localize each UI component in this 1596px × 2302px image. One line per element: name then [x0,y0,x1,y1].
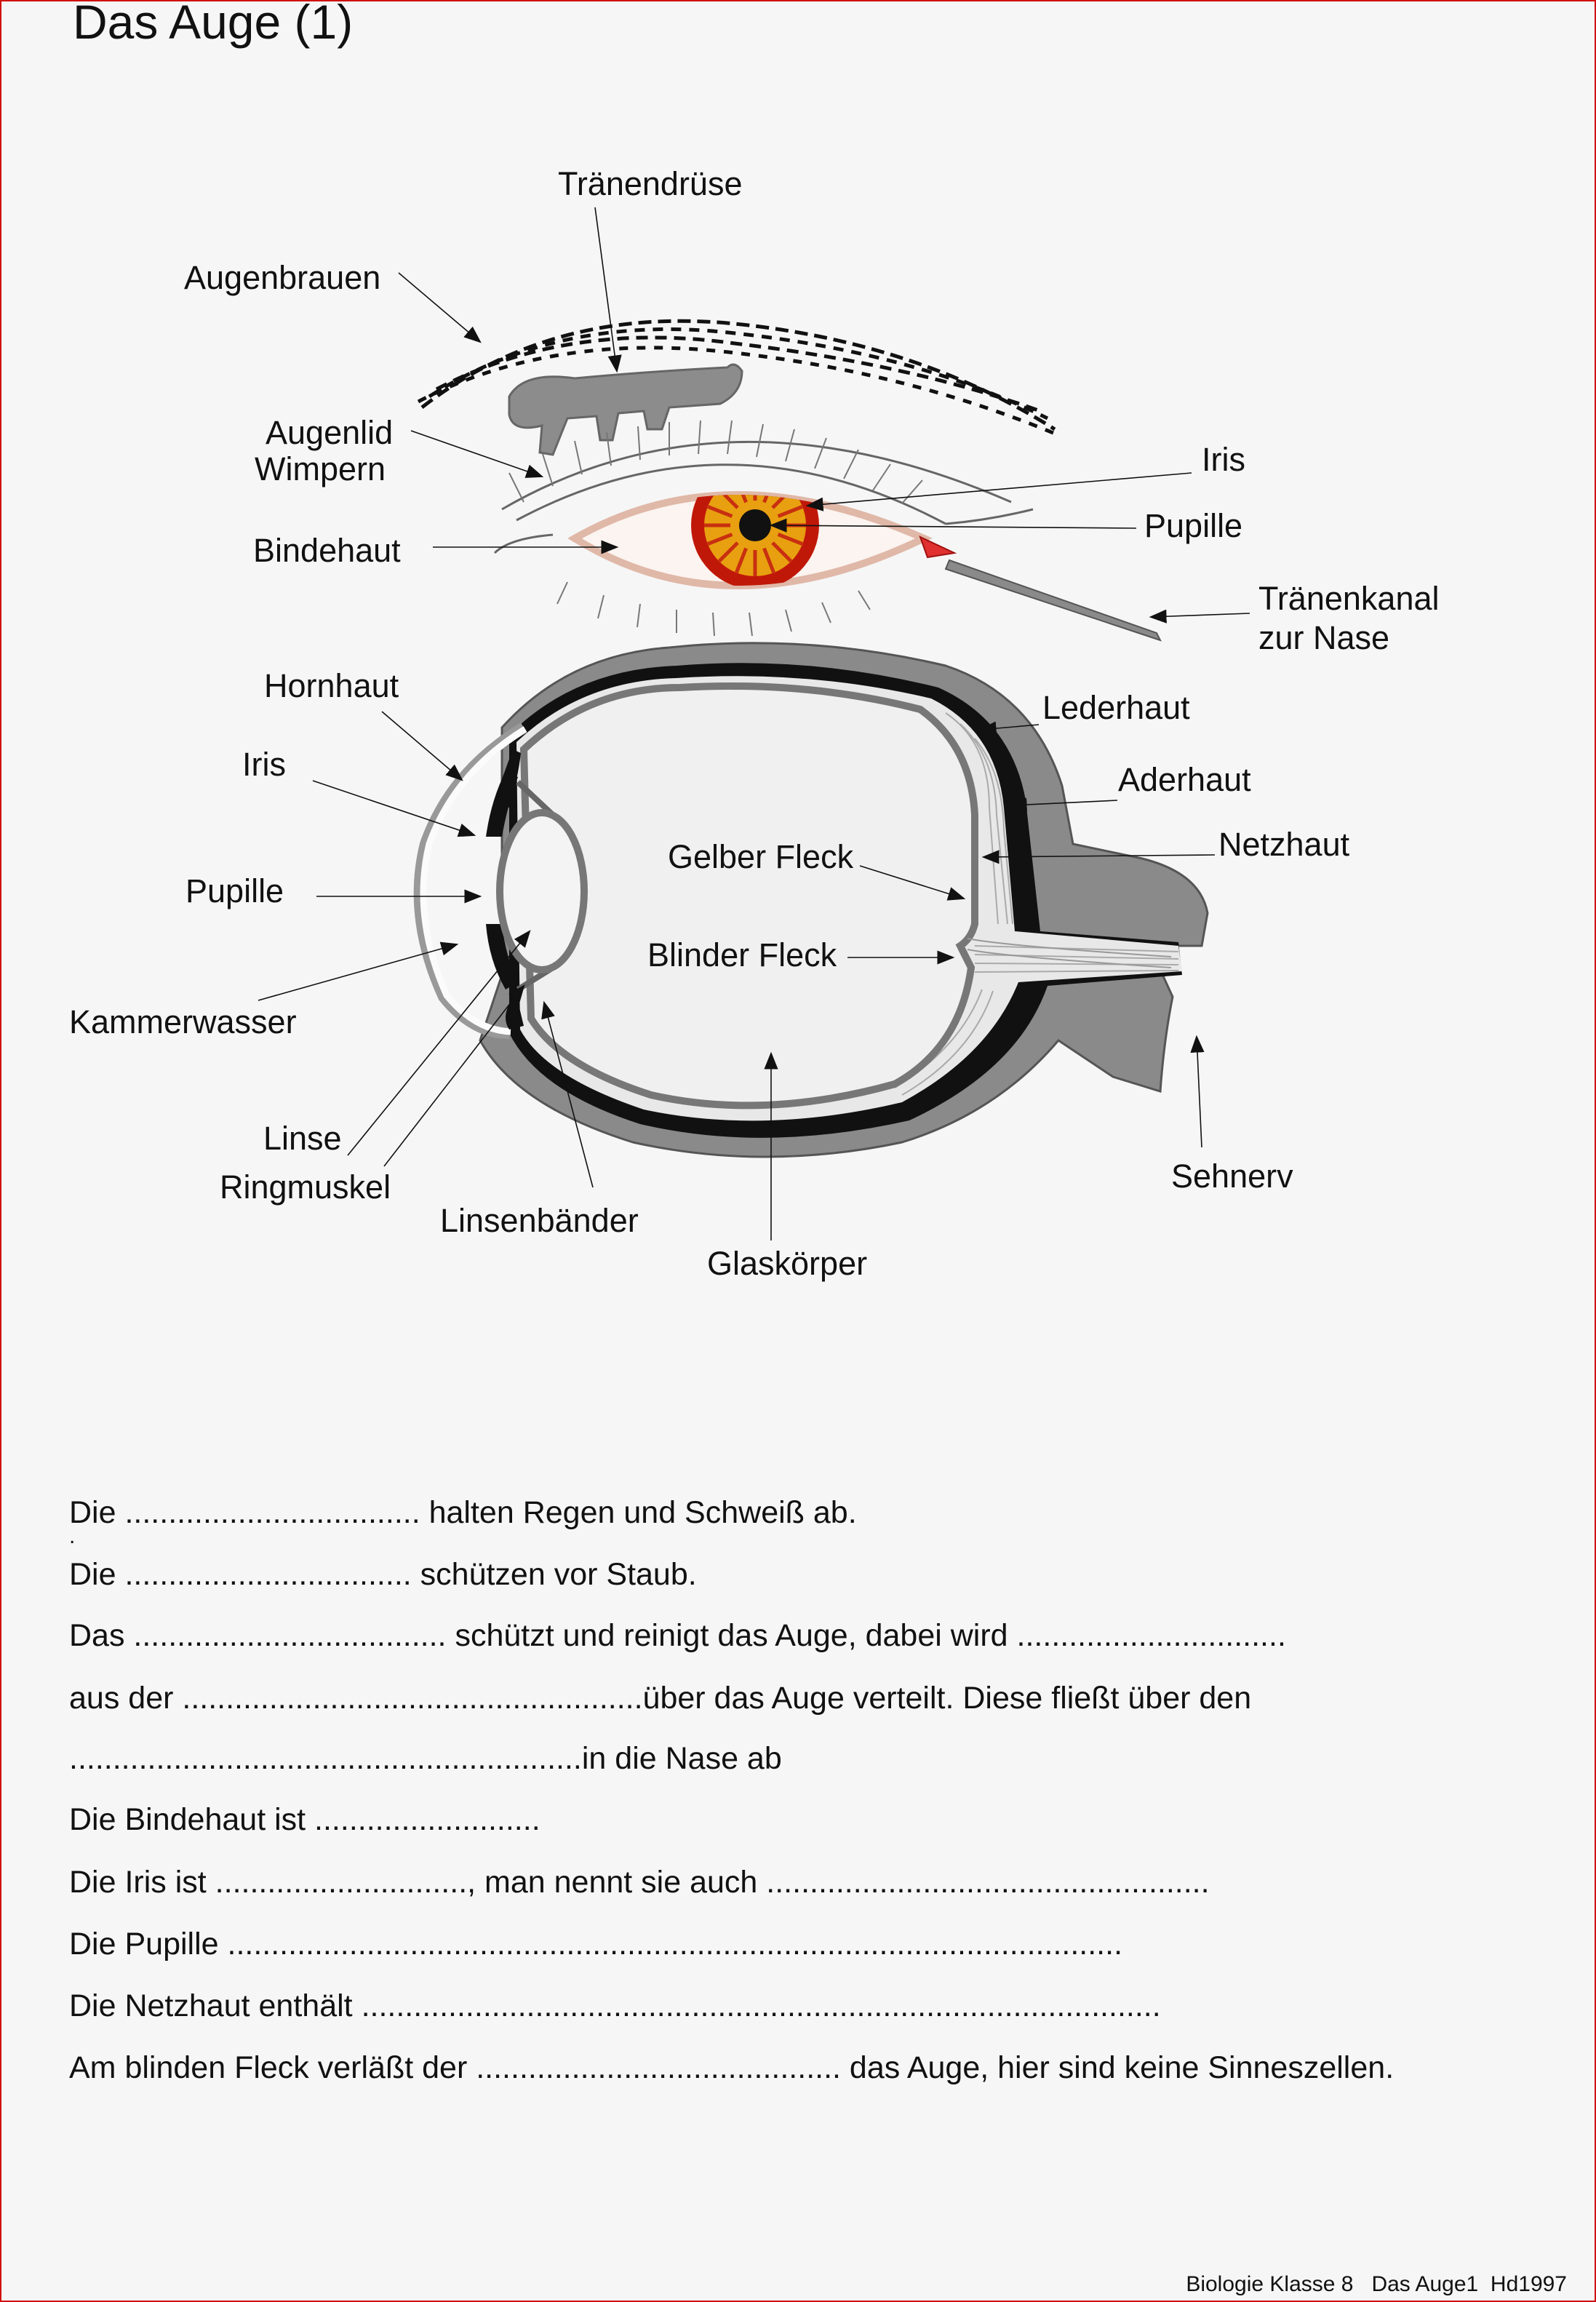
worksheet-line-8: Die Pupille ............................… [69,1927,1123,1962]
label-kammerwasser: Kammerwasser [69,1003,297,1040]
eye-diagram: Tränendrüse Augenbrauen Augenlid Wimpern… [69,165,1440,1282]
page-title: Das Auge (1) [73,0,354,49]
worksheet-line-4: aus der ................................… [69,1681,1252,1716]
worksheet-line-5: ........................................… [69,1741,782,1776]
worksheet-line-10: Am blinden Fleck verläßt der ...........… [69,2050,1394,2085]
label-wimpern: Wimpern [255,450,386,487]
stray-mark: . [69,1524,76,1548]
label-pupille: Pupille [185,872,284,909]
label-gelber-fleck: Gelber Fleck [668,838,854,875]
worksheet-line-7: Die Iris ist ...........................… [69,1865,1210,1900]
label-lederhaut: Lederhaut [1042,689,1190,726]
label-pupille-top: Pupille [1144,507,1242,544]
label-iris: Iris [242,746,286,783]
optic-nerve-fibers [967,938,1172,968]
label-traenendruese: Tränendrüse [558,165,742,202]
label-glaskoerper: Glaskörper [707,1245,867,1282]
label-bindehaut: Bindehaut [253,532,401,569]
pupil-front [739,509,771,541]
label-traenenkanal-1: Tränenkanal [1258,580,1440,617]
label-linsenbaender: Linsenbänder [440,1202,639,1239]
label-traenenkanal-2: zur Nase [1258,619,1389,656]
worksheet-line-1: Die .................................. h… [69,1495,857,1530]
worksheet-line-6: Die Bindehaut ist ......................… [69,1802,540,1837]
label-blinder-fleck: Blinder Fleck [647,936,837,973]
label-linse: Linse [263,1120,342,1157]
lens [496,809,588,973]
iris-section-upper [486,771,518,837]
label-augenlid: Augenlid [266,414,393,451]
diagram-labels: Tränendrüse Augenbrauen Augenlid Wimpern… [69,165,1440,1282]
worksheet-line-9: Die Netzhaut enthält ...................… [69,1988,1161,2023]
ciliary-body-lower [506,1000,524,1029]
iris-section-lower [486,924,518,989]
eyelid [493,441,1034,554]
label-augenbrauen: Augenbrauen [184,259,380,296]
label-iris-top: Iris [1202,441,1245,478]
caruncle [919,535,957,559]
eye-cross-section [413,642,1209,1158]
label-ringmuskel: Ringmuskel [220,1168,391,1206]
label-hornhaut: Hornhaut [264,667,399,704]
eyebrow [417,319,1059,437]
worksheet-line-3: Das ....................................… [69,1618,1286,1653]
vitreous-body [519,682,978,1110]
lacrimal-gland [508,363,743,456]
label-sehnerv: Sehnerv [1171,1158,1293,1195]
tear-duct [944,559,1162,642]
page-footer: Biologie Klasse 8 Das Auge1 Hd1997 [1186,2272,1567,2296]
eyelashes [508,420,923,637]
label-aderhaut: Aderhaut [1118,761,1251,798]
worksheet-line-2: Die ................................. sc… [69,1557,697,1592]
pointer-lines [258,207,1250,1240]
label-netzhaut: Netzhaut [1218,826,1350,863]
